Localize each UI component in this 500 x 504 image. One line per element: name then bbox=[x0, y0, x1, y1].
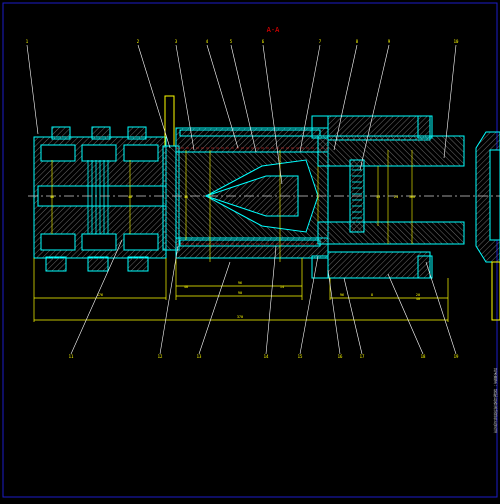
dimension-value: 8 bbox=[371, 293, 373, 297]
technical-notes: 技术要求: 装配后各运动部件应灵活 bbox=[494, 367, 499, 434]
section-title: A-A bbox=[267, 26, 280, 34]
dimension-value: 20 bbox=[416, 293, 420, 297]
dimension-value: 14 bbox=[280, 285, 284, 289]
callout-label: 14 bbox=[264, 354, 269, 359]
top-callouts: 1 2 3 4 5 6 7 8 9 10 bbox=[26, 39, 459, 44]
callout-label: 9 bbox=[388, 39, 391, 44]
dimension-value: 48 bbox=[184, 195, 188, 199]
dimension-value: 90 bbox=[238, 291, 242, 295]
bottom-callouts: 11 12 13 14 15 16 17 18 19 bbox=[69, 354, 459, 359]
dimension-value: 24 bbox=[394, 195, 398, 199]
callout-label: 1 bbox=[26, 39, 29, 44]
callout-label: 5 bbox=[230, 39, 233, 44]
die-head bbox=[311, 115, 465, 279]
callout-label: 3 bbox=[175, 39, 178, 44]
dimension-value: 96 bbox=[340, 293, 344, 297]
callout-label: 17 bbox=[360, 354, 365, 359]
callout-label: 2 bbox=[137, 39, 140, 44]
dimension-value: 15 bbox=[376, 195, 380, 199]
dimension-value: 176 bbox=[97, 293, 103, 297]
callout-label: 6 bbox=[262, 39, 265, 44]
callout-label: 11 bbox=[69, 354, 74, 359]
callout-label: 18 bbox=[421, 354, 426, 359]
dimension-lines bbox=[33, 258, 449, 322]
callout-label: 12 bbox=[158, 354, 163, 359]
callout-label: 8 bbox=[356, 39, 359, 44]
cylinder-body bbox=[33, 126, 167, 272]
dimension-value: 40 bbox=[416, 297, 420, 301]
leader-lines bbox=[26, 44, 457, 355]
callout-label: 4 bbox=[206, 39, 209, 44]
callout-label: 15 bbox=[298, 354, 303, 359]
callout-label: 10 bbox=[454, 39, 459, 44]
dimension-value: 300 bbox=[409, 195, 415, 199]
dimension-value: 370 bbox=[237, 315, 243, 319]
callout-label: 7 bbox=[319, 39, 322, 44]
dimension-value: 48 bbox=[128, 195, 132, 199]
dimension-value: 1 bbox=[317, 195, 319, 199]
callout-label: 19 bbox=[454, 354, 459, 359]
dimension-value: 48 bbox=[184, 285, 188, 289]
right-fixture bbox=[475, 131, 500, 321]
callout-label: 16 bbox=[338, 354, 343, 359]
dimension-value: 48 bbox=[50, 195, 54, 199]
dimension-value: 96 bbox=[238, 281, 242, 285]
callout-label: 13 bbox=[197, 354, 202, 359]
barrel-assembly bbox=[175, 127, 329, 262]
